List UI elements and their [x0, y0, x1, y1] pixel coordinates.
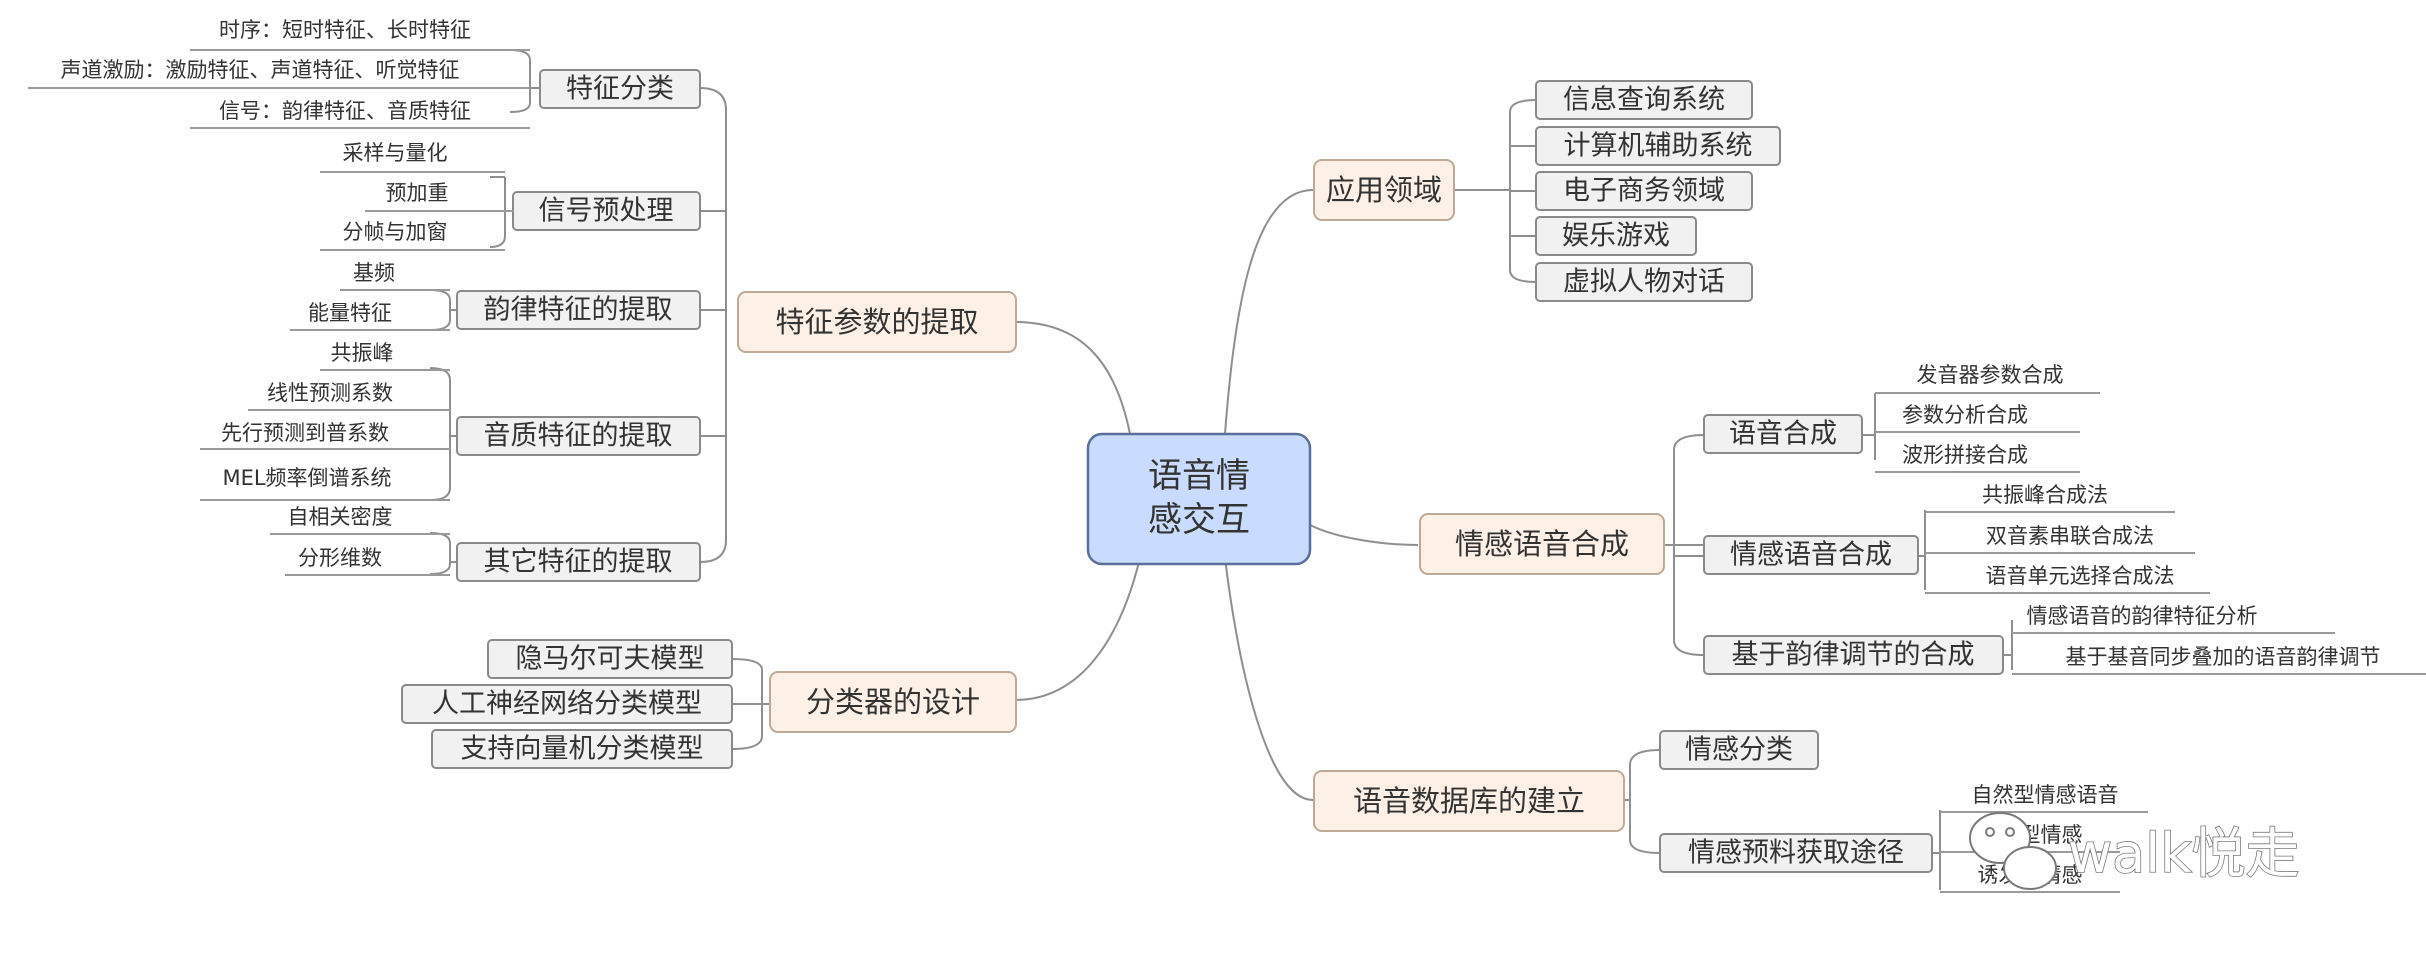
svg-text:电子商务领域: 电子商务领域: [1563, 176, 1725, 207]
database-connectors: [1624, 749, 1941, 890]
svg-text:情感语音合成: 情感语音合成: [1455, 527, 1629, 561]
node-virtual-dialog[interactable]: 虚拟人物对话: [1535, 262, 1753, 302]
svg-text:信息查询系统: 信息查询系统: [1563, 85, 1725, 116]
svg-text:其它特征的提取: 其它特征的提取: [484, 547, 673, 578]
leaf-lpc[interactable]: 线性预测系数: [267, 381, 393, 405]
node-prosody-adjust-synthesis[interactable]: 基于韵律调节的合成: [1703, 635, 2004, 675]
svg-text:语音合成: 语音合成: [1729, 419, 1837, 450]
leaf-psola-adjust[interactable]: 基于基音同步叠加的语音韵律调节: [2066, 645, 2381, 669]
leaf-articulatory-synthesis[interactable]: 发音器参数合成: [1917, 363, 2064, 387]
leaf-framing-windowing[interactable]: 分帧与加窗: [343, 220, 448, 244]
node-emotion-classification[interactable]: 情感分类: [1659, 730, 1819, 770]
leaf-signal[interactable]: 信号：韵律特征、音质特征: [219, 99, 471, 123]
node-signal-preprocessing[interactable]: 信号预处理: [512, 191, 701, 231]
svg-text:情感预料获取途径: 情感预料获取途径: [1688, 838, 1904, 869]
svg-text:人工神经网络分类模型: 人工神经网络分类模型: [432, 689, 702, 720]
node-hmm[interactable]: 隐马尔可夫模型: [487, 639, 733, 679]
leaf-mfcc[interactable]: MEL频率倒谱系统: [222, 466, 391, 490]
svg-text:支持向量机分类模型: 支持向量机分类模型: [461, 734, 704, 765]
branch-feature-extraction[interactable]: 特征参数的提取: [737, 291, 1017, 353]
leaf-parametric-synthesis[interactable]: 参数分析合成: [1902, 403, 2028, 427]
node-ann[interactable]: 人工神经网络分类模型: [401, 684, 733, 724]
node-corpus-acquisition[interactable]: 情感预料获取途径: [1659, 833, 1933, 873]
application-connectors: [1454, 99, 1537, 283]
svg-text:隐马尔可夫模型: 隐马尔可夫模型: [516, 644, 705, 675]
leaf-energy[interactable]: 能量特征: [308, 301, 392, 325]
node-svm[interactable]: 支持向量机分类模型: [431, 729, 733, 769]
synthesis-leaves: 发音器参数合成 参数分析合成 波形拼接合成 共振峰合成法 双音素串联合成法 语音…: [1875, 363, 2426, 675]
leaf-waveform-concat[interactable]: 波形拼接合成: [1902, 443, 2028, 467]
leaf-prosody-analysis[interactable]: 情感语音的韵律特征分析: [2027, 604, 2258, 628]
svg-text:语音数据库的建立: 语音数据库的建立: [1353, 784, 1585, 818]
leaf-vocal-excitation[interactable]: 声道激励：激励特征、声道特征、听觉特征: [61, 58, 460, 82]
node-quality-extraction[interactable]: 音质特征的提取: [456, 416, 701, 456]
leaf-timing[interactable]: 时序：短时特征、长时特征: [219, 18, 471, 42]
branch-classifier-design[interactable]: 分类器的设计: [769, 671, 1017, 733]
node-feature-classification[interactable]: 特征分类: [539, 69, 701, 109]
leaf-sampling[interactable]: 采样与量化: [343, 141, 448, 165]
watermark-text: walk悦走: [2068, 822, 2300, 885]
leaf-preemphasis[interactable]: 预加重: [386, 181, 449, 205]
leaf-natural-emotion[interactable]: 自然型情感语音: [1972, 783, 2119, 807]
branch-emotional-synthesis[interactable]: 情感语音合成: [1419, 513, 1665, 575]
node-info-query[interactable]: 信息查询系统: [1535, 80, 1753, 120]
svg-text:虚拟人物对话: 虚拟人物对话: [1563, 267, 1725, 298]
feature-leaves: 时序：短时特征、长时特征 声道激励：激励特征、声道特征、听觉特征 信号：韵律特征…: [28, 18, 530, 576]
svg-text:音质特征的提取: 音质特征的提取: [484, 421, 673, 452]
leaf-unit-selection[interactable]: 语音单元选择合成法: [1986, 564, 2175, 588]
svg-text:特征参数的提取: 特征参数的提取: [775, 305, 978, 339]
svg-text:韵律特征的提取: 韵律特征的提取: [484, 295, 673, 326]
node-emotional-speech-synthesis[interactable]: 情感语音合成: [1703, 535, 1919, 575]
svg-text:特征分类: 特征分类: [566, 74, 674, 105]
node-entertainment-games[interactable]: 娱乐游戏: [1535, 216, 1697, 256]
svg-text:情感分类: 情感分类: [1685, 735, 1793, 766]
classifier-connectors: [731, 658, 770, 750]
watermark: walk悦走: [1969, 812, 2300, 890]
leaf-autocorrelation[interactable]: 自相关密度: [288, 505, 393, 529]
svg-text:计算机辅助系统: 计算机辅助系统: [1564, 131, 1753, 162]
leaf-formant[interactable]: 共振峰: [331, 341, 394, 365]
node-prosody-extraction[interactable]: 韵律特征的提取: [456, 290, 701, 330]
node-ecommerce[interactable]: 电子商务领域: [1535, 171, 1753, 211]
node-computer-aided[interactable]: 计算机辅助系统: [1535, 126, 1781, 166]
svg-text:基于韵律调节的合成: 基于韵律调节的合成: [1732, 640, 1975, 671]
synthesis-connectors: [1665, 393, 2013, 670]
wechat-icon: [1969, 812, 2057, 890]
svg-text:语音情: 语音情: [1148, 456, 1250, 496]
node-other-extraction[interactable]: 其它特征的提取: [456, 542, 701, 582]
leaf-lpcc[interactable]: 先行预测到普系数: [221, 421, 389, 445]
central-connectors: [1014, 189, 1419, 801]
leaf-diphone-concat[interactable]: 双音素串联合成法: [1986, 524, 2154, 548]
central-topic[interactable]: 语音情 感交互: [1086, 432, 1312, 566]
node-speech-synthesis[interactable]: 语音合成: [1703, 414, 1863, 454]
leaf-fractal-dimension[interactable]: 分形维数: [298, 546, 382, 570]
svg-text:应用领域: 应用领域: [1326, 173, 1442, 207]
leaf-formant-synthesis[interactable]: 共振峰合成法: [1982, 483, 2108, 507]
svg-text:信号预处理: 信号预处理: [539, 196, 674, 227]
svg-text:娱乐游戏: 娱乐游戏: [1562, 221, 1670, 252]
leaf-pitch[interactable]: 基频: [353, 261, 395, 285]
svg-text:分类器的设计: 分类器的设计: [806, 685, 980, 719]
branch-application-field[interactable]: 应用领域: [1313, 159, 1455, 221]
branch-database-building[interactable]: 语音数据库的建立: [1313, 770, 1625, 832]
svg-text:感交互: 感交互: [1148, 500, 1250, 540]
svg-text:情感语音合成: 情感语音合成: [1730, 540, 1892, 571]
